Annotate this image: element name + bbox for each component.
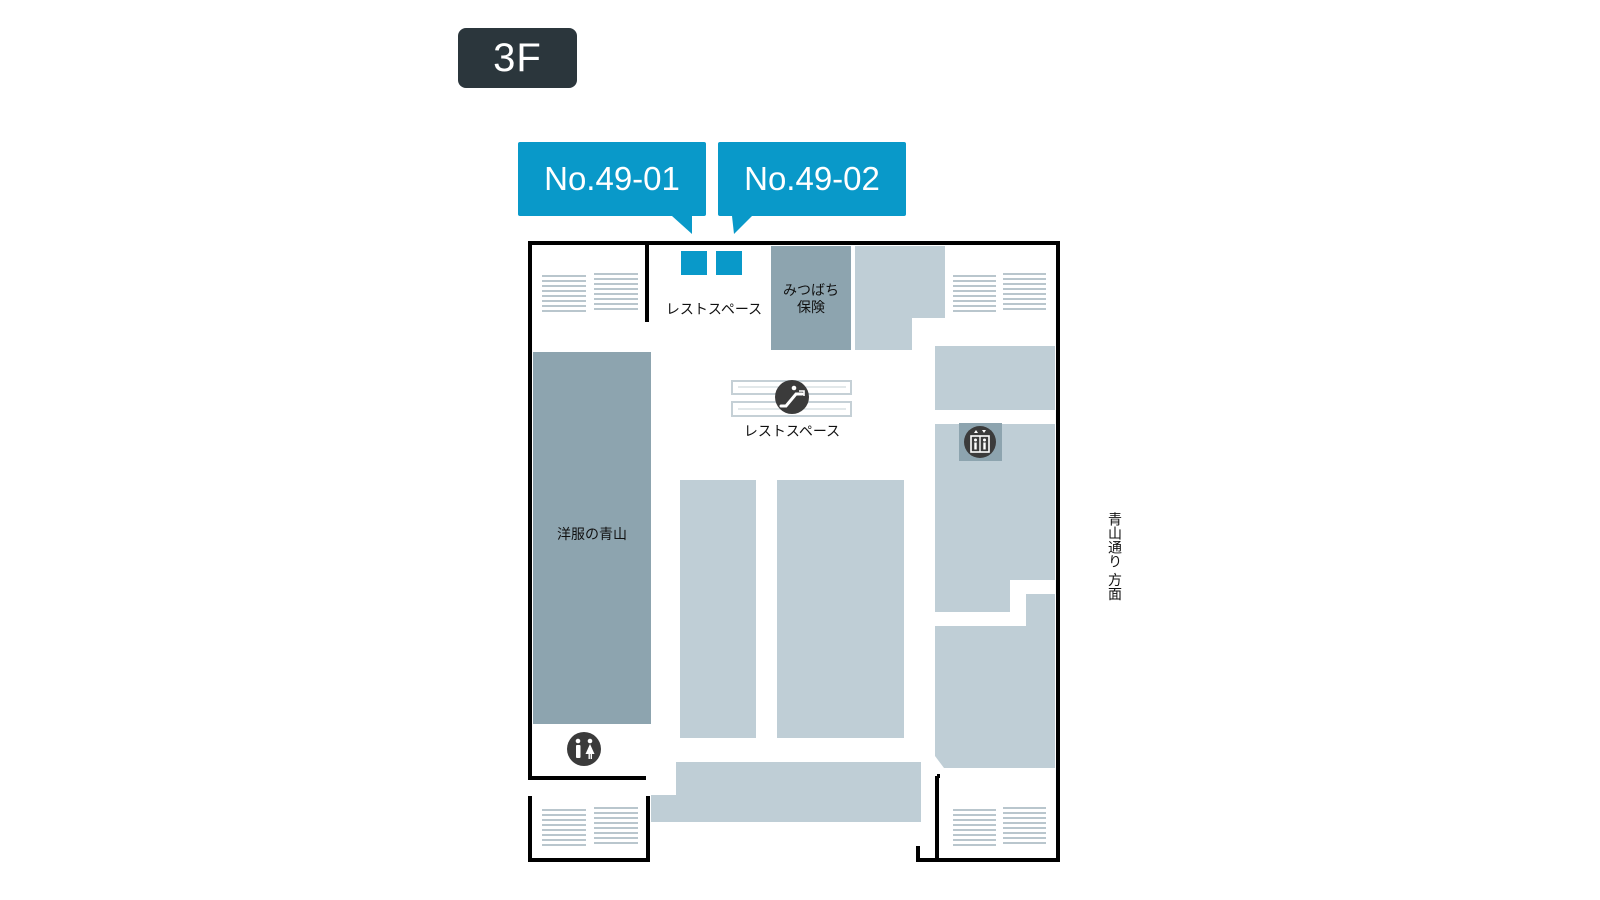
callout-2-pointer [732,216,752,234]
label-yofuku-aoyama: 洋服の青山 [557,527,627,543]
label-mitsubachi-line1: みつばち [783,283,839,299]
tenant-right-top[interactable] [935,346,1055,410]
walls [528,241,1060,862]
stairwell-bottom-right [953,807,1046,846]
callout-1-pointer [672,216,692,234]
tenant-center-left[interactable] [680,480,756,738]
label-rest-space-center: レストスペース [743,424,841,440]
tenant-top-center-right[interactable] [855,246,945,350]
slot-no-49-01[interactable] [681,251,707,275]
slot-no-49-02[interactable] [716,251,742,275]
label-mitsubachi-line2: 保険 [797,300,825,316]
elevator-icon [959,423,1002,461]
tenant-right-middle[interactable] [935,424,1055,612]
stairwell-bottom-left [542,807,638,846]
callout-no-49-01[interactable]: No.49-01 [518,142,706,216]
tenant-right-lower[interactable] [935,594,1055,768]
restroom-icon [567,732,601,766]
direction-label: 青山通り 方面 [1106,512,1122,601]
label-rest-space-top: レストスペース [665,302,763,318]
tenant-yofuku-aoyama[interactable] [533,352,651,724]
stairwell-top-left [534,247,645,320]
floor-badge: 3F [458,28,577,88]
escalator-icon [775,380,809,414]
callout-no-49-02[interactable]: No.49-02 [718,142,906,216]
tenant-bottom[interactable] [651,762,921,822]
stairwell-top-right [953,273,1046,312]
tenant-mitsubachi-hoken[interactable] [771,246,851,350]
tenant-center-right[interactable] [777,480,904,738]
